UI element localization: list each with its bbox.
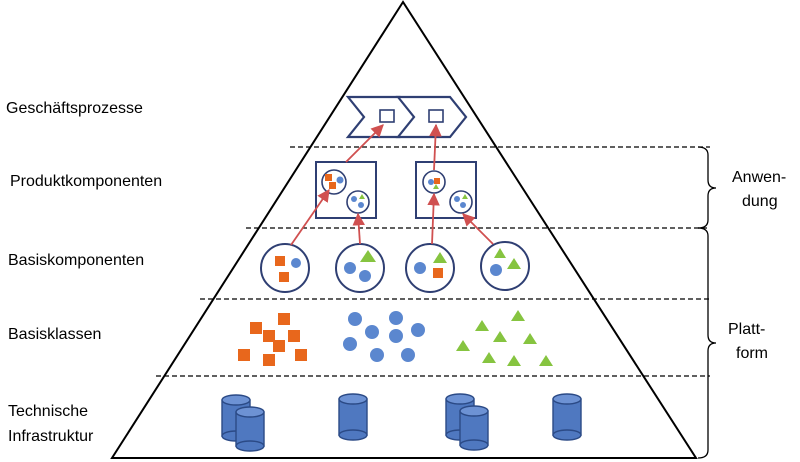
orange-square xyxy=(433,268,443,278)
green-triangle xyxy=(507,258,521,269)
blue-circle xyxy=(348,312,362,326)
base-components xyxy=(260,241,530,293)
green-triangle xyxy=(523,333,537,344)
blue-circle xyxy=(351,196,357,202)
database-cylinder-icon xyxy=(552,393,582,441)
green-triangle xyxy=(493,331,507,342)
group-label-plattform-line1: Platt- xyxy=(728,321,765,338)
layer-label-geschaeftsprozesse: Geschäftsprozesse xyxy=(6,100,143,117)
green-triangle xyxy=(507,355,521,366)
green-triangle xyxy=(462,194,468,199)
blue-circle xyxy=(460,202,466,208)
green-triangle xyxy=(433,184,439,189)
dependency-arrow xyxy=(429,123,442,171)
green-triangle xyxy=(539,355,553,366)
orange-square xyxy=(329,182,336,189)
layer-label-infrastruktur: Infrastruktur xyxy=(8,428,94,445)
blue-circle xyxy=(358,202,364,208)
orange-square xyxy=(278,313,290,325)
component-circle xyxy=(449,190,473,214)
blue-circle xyxy=(389,311,403,325)
dependency-arrow xyxy=(352,212,366,245)
infrastructure-cylinders xyxy=(221,393,582,452)
blue-circle xyxy=(336,176,344,184)
green-triangle xyxy=(494,248,506,258)
green-triangle xyxy=(511,310,525,321)
blue-circle xyxy=(370,348,384,362)
layer-label-technische: Technische xyxy=(8,403,88,420)
base-component-circle xyxy=(480,241,530,291)
orange-square xyxy=(288,330,300,342)
component-circle xyxy=(346,190,370,214)
orange-square xyxy=(263,354,275,366)
blue-circle xyxy=(359,270,371,282)
base-classes xyxy=(238,310,553,366)
orange-square xyxy=(263,330,275,342)
blue-circle xyxy=(414,262,426,274)
process-step-box xyxy=(428,109,444,123)
layer-label-basiskomponenten: Basiskomponenten xyxy=(8,252,144,269)
process-step-box xyxy=(379,109,395,123)
blue-circle xyxy=(344,262,356,274)
orange-square xyxy=(275,256,285,266)
green-triangle xyxy=(433,252,447,263)
orange-square xyxy=(295,349,307,361)
orange-square xyxy=(434,178,440,184)
layer-label-basisklassen: Basisklassen xyxy=(8,326,101,343)
blue-circle xyxy=(401,348,415,362)
group-label-anwendung-line1: Anwen- xyxy=(732,169,786,186)
dependency-arrow xyxy=(427,192,440,245)
database-cylinder-icon xyxy=(459,405,489,451)
blue-circle xyxy=(411,323,425,337)
dependency-arrow xyxy=(290,188,330,246)
group-label-plattform-line2: form xyxy=(736,345,768,362)
green-triangle xyxy=(360,250,376,262)
dependency-arrow xyxy=(462,213,494,245)
orange-square xyxy=(279,272,289,282)
base-component-circle xyxy=(405,243,455,293)
base-component-circle xyxy=(335,243,385,293)
brace-anwendung xyxy=(697,146,717,229)
business-process-chevrons xyxy=(345,95,468,139)
brace-plattform xyxy=(697,227,717,459)
blue-circle xyxy=(428,179,434,185)
blue-circle xyxy=(454,196,460,202)
database-cylinder-icon xyxy=(338,393,368,441)
layer-label-produktkomponenten: Produktkomponenten xyxy=(10,173,162,190)
orange-square xyxy=(273,340,285,352)
orange-square xyxy=(250,322,262,334)
blue-circle xyxy=(365,325,379,339)
group-label-anwendung-line2: dung xyxy=(742,193,778,210)
dependency-arrows xyxy=(290,123,494,246)
green-triangle xyxy=(482,352,496,363)
green-triangle xyxy=(475,320,489,331)
blue-circle xyxy=(343,337,357,351)
blue-circle xyxy=(490,264,502,276)
database-cylinder-icon xyxy=(235,406,265,452)
product-components xyxy=(315,161,477,219)
green-triangle xyxy=(456,340,470,351)
blue-circle xyxy=(291,258,301,268)
blue-circle xyxy=(389,329,403,343)
base-component-circle xyxy=(260,243,310,293)
orange-square xyxy=(238,349,250,361)
orange-square xyxy=(325,174,332,181)
pyramid-outline xyxy=(110,0,698,459)
green-triangle xyxy=(359,194,365,199)
dependency-arrow xyxy=(345,124,384,163)
